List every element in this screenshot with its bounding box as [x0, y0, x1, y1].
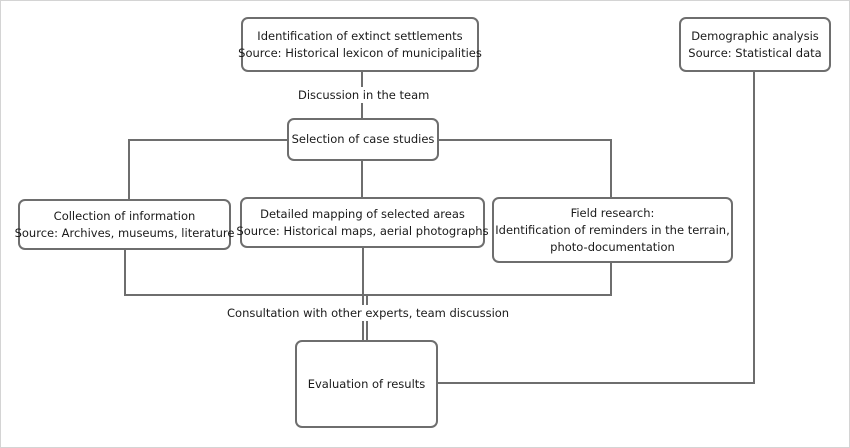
node-collection-information: Collection of information Source: Archiv… — [15, 199, 234, 250]
node-field-line1: Field research: — [570, 205, 655, 220]
connector-field-to-merge — [365, 262, 612, 296]
node-demographic-line2: Source: Statistical data — [688, 45, 822, 60]
node-detailed-mapping: Detailed mapping of selected areas Sourc… — [236, 197, 489, 248]
node-extinct-line2: Source: Historical lexicon of municipali… — [238, 45, 482, 60]
node-evaluation-line1: Evaluation of results — [307, 376, 426, 391]
node-selection-case-studies: Selection of case studies — [287, 118, 439, 161]
node-extinct-line1: Identification of extinct settlements — [257, 28, 463, 43]
node-collection-line1: Collection of information — [53, 208, 196, 223]
connector-selection-to-collection — [128, 139, 288, 199]
edge-label-consultation: Consultation with other experts, team di… — [225, 305, 512, 321]
node-field-line3: photo-documentation — [550, 239, 675, 254]
node-demographic-analysis: Demographic analysis Source: Statistical… — [679, 17, 831, 72]
node-evaluation-results: Evaluation of results — [295, 340, 438, 428]
node-mapping-line1: Detailed mapping of selected areas — [260, 206, 465, 221]
connector-collection-to-merge — [124, 250, 365, 296]
connector-selection-to-field — [437, 139, 612, 199]
connector-demographic-to-evaluation — [437, 72, 755, 384]
node-demographic-line1: Demographic analysis — [691, 28, 819, 43]
node-extinct-settlements: Identification of extinct settlements So… — [238, 17, 482, 72]
node-field-line2: Identification of reminders in the terra… — [495, 222, 730, 237]
edge-label-discussion: Discussion in the team — [296, 87, 432, 103]
node-mapping-line2: Source: Historical maps, aerial photogra… — [236, 223, 489, 238]
node-selection-line1: Selection of case studies — [291, 132, 435, 146]
node-field-research: Field research: Identification of remind… — [492, 197, 733, 263]
node-collection-line2: Source: Archives, museums, literature — [14, 225, 235, 240]
